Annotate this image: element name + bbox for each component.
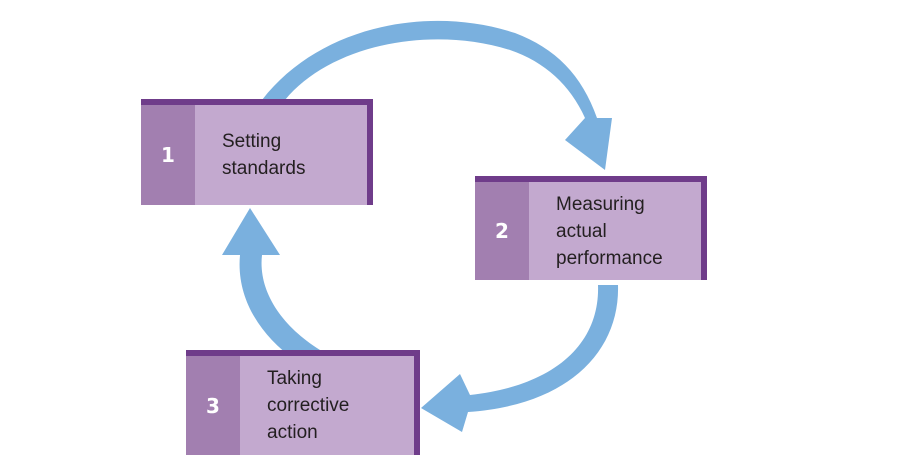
step-3-label-line-1: Taking (267, 368, 322, 389)
step-3-label-line-2: corrective (267, 395, 350, 416)
step-3-box-top-edge (186, 350, 420, 356)
arrow-2-to-3 (421, 285, 619, 432)
step-1-box-side-edge (367, 99, 373, 205)
step-2-label: Measuring actual performance (529, 182, 701, 280)
step-2-label-line-1: Measuring (556, 193, 645, 215)
step-2-label-line-3: performance (556, 247, 663, 269)
arrow-3-to-1 (222, 208, 320, 360)
step-1-label: Setting standards (195, 105, 367, 205)
step-3-number: 3 (186, 356, 240, 455)
step-2-number: 2 (475, 182, 529, 280)
step-2-box: 2 Measuring actual performance (475, 176, 707, 280)
step-3-label: Taking corrective action (240, 356, 414, 455)
step-3-box-side-edge (414, 350, 420, 455)
step-1-number: 1 (141, 105, 195, 205)
step-2-box-top-edge (475, 176, 707, 182)
step-1-label-line-1: Setting (222, 131, 282, 152)
step-2-box-side-edge (701, 176, 707, 280)
step-1-box: 1 Setting standards (141, 99, 373, 205)
step-1-box-top-edge (141, 99, 373, 105)
step-3-box: 3 Taking corrective action (186, 350, 420, 455)
step-2-label-line-2: actual (556, 220, 607, 242)
step-1-label-line-2: standards (222, 158, 306, 179)
step-3-label-line-3: action (267, 422, 318, 443)
